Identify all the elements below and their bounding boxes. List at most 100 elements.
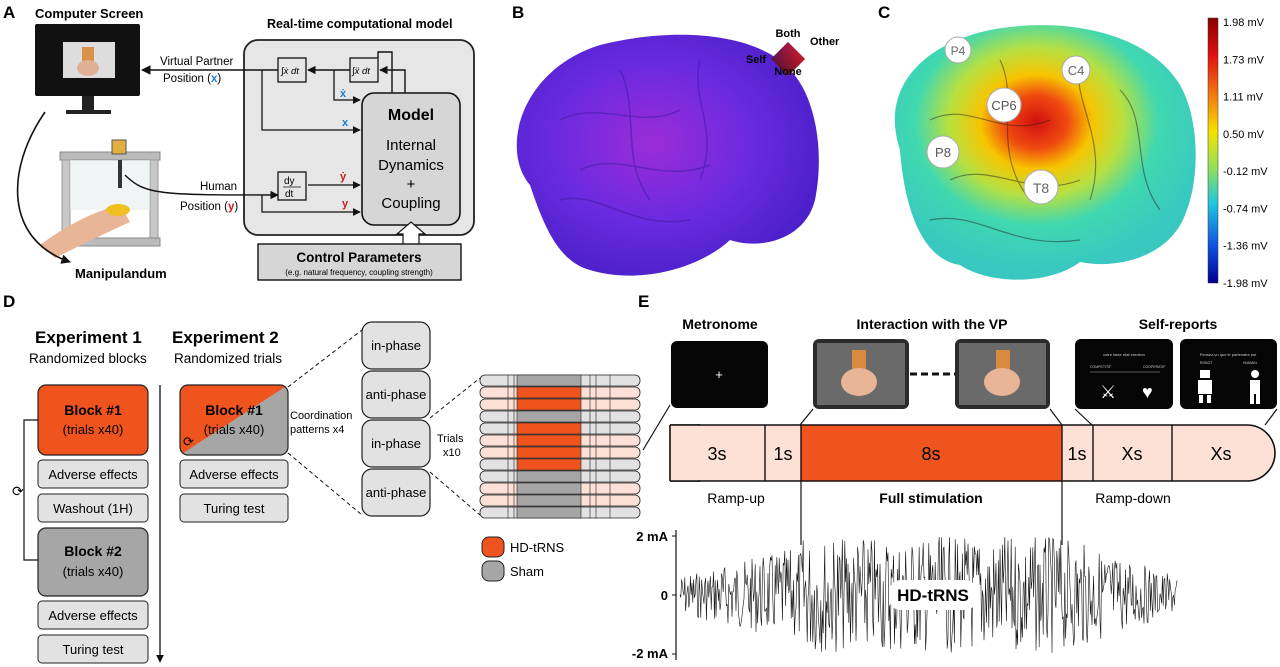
ytick-top: 2 mA (636, 529, 668, 544)
colorbar-tick: 1.11 mV (1223, 92, 1264, 104)
colorbar-tick: -0.74 mV (1223, 203, 1268, 215)
brain-b (516, 34, 819, 276)
legend-hd-swatch (481, 536, 505, 558)
trial-rows (479, 374, 641, 519)
electrode-p8: P8 (926, 135, 960, 169)
svg-text:P4: P4 (951, 44, 966, 58)
derivative-box (277, 171, 307, 201)
svg-text:Turing test: Turing test (63, 642, 124, 657)
colorbar-tick: -1.98 mV (1223, 278, 1268, 290)
svg-text:Pensez-vu que le partenaire es: Pensez-vu que le partenaire est (1200, 352, 1257, 357)
svg-text:Block #1: Block #1 (64, 402, 122, 418)
human-icon (1250, 370, 1260, 404)
brain-c (894, 25, 1196, 280)
noise-signal (679, 536, 1178, 653)
vp-screen-1 (813, 339, 909, 409)
exp1-adverse-2 (37, 600, 149, 630)
svg-text:(trials x40): (trials x40) (204, 422, 265, 437)
legend-hd-label: HD-tRNS (510, 540, 564, 555)
svg-text:CP6: CP6 (991, 98, 1016, 113)
control-parameters-subtitle: (e.g. natural frequency, coupling streng… (285, 268, 433, 277)
colorbar-tick: 1.98 mV (1223, 17, 1265, 29)
panel-letter-d: D (3, 292, 15, 311)
ramp-up-label: Ramp-up (707, 490, 765, 506)
human-position-arrow (124, 174, 279, 200)
pattern-box (361, 370, 431, 419)
integral-xddot-box (349, 57, 379, 83)
selfreport-screen-2: Pensez-vu que le partenaire est ROBOT HU… (1180, 339, 1277, 409)
colorbar-tick: -0.12 mV (1223, 166, 1268, 178)
control-parameters-title: Control Parameters (296, 250, 421, 265)
trial-stim-segment (516, 446, 582, 459)
trial-stim-segment (516, 398, 582, 411)
svg-text:P8: P8 (935, 145, 951, 160)
pattern-label: anti-phase (366, 387, 427, 402)
panel-letter-c: C (878, 3, 890, 22)
svg-text:votre facte etat emotion: votre facte etat emotion (1103, 352, 1145, 357)
panel-letter-a: A (3, 3, 15, 22)
timeline-seg-2: 1s (773, 444, 792, 464)
colorbar-tick: 1.73 mV (1223, 54, 1265, 66)
pattern-label: anti-phase (366, 485, 427, 500)
trials-label-1: Trials (437, 433, 464, 445)
monitor-icon (35, 24, 140, 114)
interaction-label: Interaction with the VP (857, 316, 1008, 332)
timeline-seg-5: Xs (1121, 444, 1142, 464)
svg-text:T8: T8 (1033, 180, 1050, 196)
computer-screen-label: Computer Screen (35, 6, 143, 21)
vp-screen-2 (955, 339, 1050, 409)
colorbar-tick: -1.36 mV (1223, 241, 1268, 253)
ytick-bottom: -2 mA (632, 646, 669, 661)
colorbar (1207, 17, 1219, 284)
exp2-adverse (179, 459, 289, 489)
svg-text:COOPERATIF: COOPERATIF (1143, 365, 1166, 369)
svg-text:ROBOT: ROBOT (1200, 361, 1213, 365)
legend-sham-swatch (481, 560, 505, 582)
derivative-top: dy (284, 176, 295, 187)
self-other-legend: Both Self Other None (746, 28, 840, 78)
full-stim-label: Full stimulation (879, 490, 982, 506)
panel-a: Computer Screen Manipulandum Real-time c… (16, 6, 475, 281)
integral-xddot-label: ∫ẍ dt (351, 66, 370, 77)
randomize-icon-1: ⟳ (12, 483, 24, 499)
svg-text:Washout (1H): Washout (1H) (53, 501, 133, 516)
legend-sham-label: Sham (510, 564, 544, 579)
exp1-washout (37, 493, 149, 523)
panel-c: P4 C4 CP6 P8 T8 1.98 mV 1.73 mV 1.11 mV 0.5… (894, 17, 1268, 290)
exp1-title: Experiment 1 (35, 328, 142, 347)
pattern-label: in-phase (371, 436, 421, 451)
control-parameters-box (257, 243, 462, 281)
x-label: x (342, 117, 349, 129)
metronome-cross: + (715, 367, 723, 382)
panel-letter-b: B (512, 3, 524, 22)
swords-icon: ⚔ (1100, 382, 1116, 402)
svg-text:(trials x40): (trials x40) (63, 422, 124, 437)
exp2-subtitle: Randomized trials (174, 351, 282, 366)
svg-text:Block #2: Block #2 (64, 543, 122, 559)
panel-letter-e: E (638, 292, 649, 311)
colorbar-tick: 0.50 mV (1223, 129, 1265, 141)
electrode-t8: T8 (1023, 169, 1059, 205)
svg-text:Turing test: Turing test (204, 501, 265, 516)
trial-stim-segment (516, 434, 582, 447)
heart-icon: ♥ (1142, 382, 1153, 402)
integral-xdot-label: ∫ẋ dt (280, 66, 299, 77)
svg-text:⟳: ⟳ (183, 434, 194, 449)
svg-text:C4: C4 (1068, 63, 1085, 78)
legend-other: Other (810, 36, 840, 48)
human-position: Position (y) (180, 201, 238, 213)
timeline-seg-3: 8s (921, 444, 940, 464)
panel-d: Experiment 1 Randomized blocks Experimen… (12, 321, 641, 664)
signal-label: HD-tRNS (897, 586, 969, 605)
signal-label-box (889, 580, 977, 610)
manipulandum-icon (40, 139, 161, 258)
trial-stim-segment (516, 494, 582, 507)
selfreport-screen-1: votre facte etat emotion COMPETITIF COOP… (1075, 339, 1173, 409)
exp2-block1: Block #1 (trials x40) ⟳ (179, 384, 289, 456)
ydot-label: ẏ (340, 171, 347, 183)
trial-stim-segment (516, 458, 582, 471)
trial-stim-segment (516, 410, 582, 423)
timeline-seg-6: Xs (1210, 444, 1231, 464)
pattern-box (361, 321, 431, 370)
exp1-block2 (37, 527, 149, 597)
